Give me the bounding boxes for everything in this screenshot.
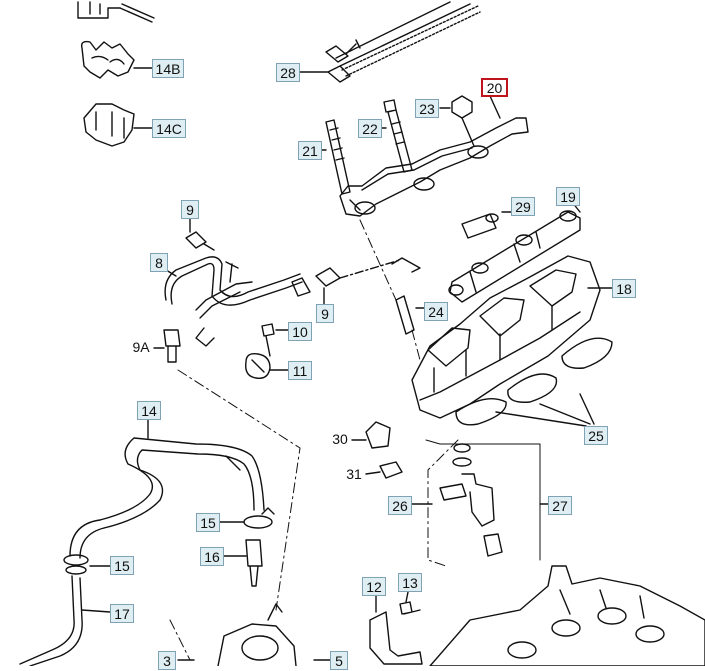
- callout-17[interactable]: 17: [110, 604, 134, 623]
- fuel-injector: [439, 443, 503, 557]
- callout-18[interactable]: 18: [612, 279, 636, 298]
- callout-23[interactable]: 23: [415, 99, 439, 118]
- bracket-12: [369, 611, 423, 665]
- fitting-16: [245, 539, 263, 587]
- callout-12[interactable]: 12: [362, 577, 386, 596]
- callout-9[interactable]: 9: [181, 200, 199, 219]
- callout-11[interactable]: 11: [288, 361, 312, 380]
- callout-24[interactable]: 24: [424, 302, 448, 321]
- leader-17: [81, 609, 111, 613]
- bolt-22: [383, 99, 413, 173]
- fuel-line-17: [19, 575, 83, 666]
- callout-3[interactable]: 3: [158, 651, 176, 670]
- callout-31[interactable]: 31: [346, 466, 362, 482]
- intake-manifold: [411, 255, 601, 419]
- part-31: [379, 461, 403, 479]
- union-9-top: [185, 231, 215, 251]
- cable-tie: [325, 1, 481, 83]
- callout-10[interactable]: 10: [288, 322, 312, 341]
- cylinder-head: [429, 565, 705, 666]
- fuel-rail-bracket: [339, 117, 529, 217]
- bolt-10: [261, 323, 275, 357]
- bracket-27: [425, 439, 541, 561]
- dashed-assembly-lines: [169, 219, 459, 661]
- bolt-21: [325, 119, 351, 195]
- nut-23: [451, 95, 475, 147]
- leader-13: [405, 591, 409, 603]
- clip-part-top: [77, 1, 155, 23]
- callout-14b[interactable]: 14B: [152, 59, 184, 78]
- leader-20: [489, 95, 501, 119]
- high-pressure-pump: [217, 603, 297, 666]
- clip-15-lower: [63, 554, 89, 575]
- callout-27[interactable]: 27: [548, 496, 572, 515]
- leader-31: [365, 471, 381, 475]
- callout-14c[interactable]: 14C: [152, 119, 186, 138]
- manifold-gaskets: [455, 337, 613, 426]
- callout-21[interactable]: 21: [298, 141, 322, 160]
- callout-9a[interactable]: 9A: [132, 339, 150, 355]
- fuel-line: [164, 256, 303, 347]
- callout-5[interactable]: 5: [330, 651, 348, 670]
- callout-15[interactable]: 15: [196, 513, 220, 532]
- clamp-11: [245, 352, 271, 379]
- callout-15[interactable]: 15: [110, 556, 134, 575]
- bolt-13: [399, 601, 421, 615]
- callout-29[interactable]: 29: [511, 197, 535, 216]
- union-9-mid: [291, 267, 341, 297]
- clip-part-14c: [83, 103, 135, 147]
- centerline-9: [339, 259, 401, 279]
- fuel-rail: [448, 210, 581, 303]
- callout-8[interactable]: 8: [150, 253, 168, 272]
- callout-30[interactable]: 30: [332, 431, 348, 447]
- clip-part-14b: [80, 40, 135, 79]
- fitting-9a: [163, 329, 181, 363]
- callout-26[interactable]: 26: [388, 496, 412, 515]
- leader-25: [495, 393, 595, 427]
- callout-16[interactable]: 16: [200, 547, 224, 566]
- callout-22[interactable]: 22: [358, 119, 382, 138]
- callout-20[interactable]: 20: [481, 78, 508, 97]
- clip-15-upper: [243, 507, 275, 529]
- callout-25[interactable]: 25: [584, 426, 608, 445]
- callout-28[interactable]: 28: [276, 63, 300, 82]
- callout-9[interactable]: 9: [316, 304, 334, 323]
- hose-14: [69, 437, 265, 559]
- part-30: [365, 421, 391, 449]
- callout-14[interactable]: 14: [137, 401, 161, 420]
- callout-13[interactable]: 13: [398, 573, 422, 592]
- sleeve-24: [391, 257, 421, 335]
- callout-19[interactable]: 19: [556, 187, 580, 206]
- pressure-sensor: [461, 213, 499, 239]
